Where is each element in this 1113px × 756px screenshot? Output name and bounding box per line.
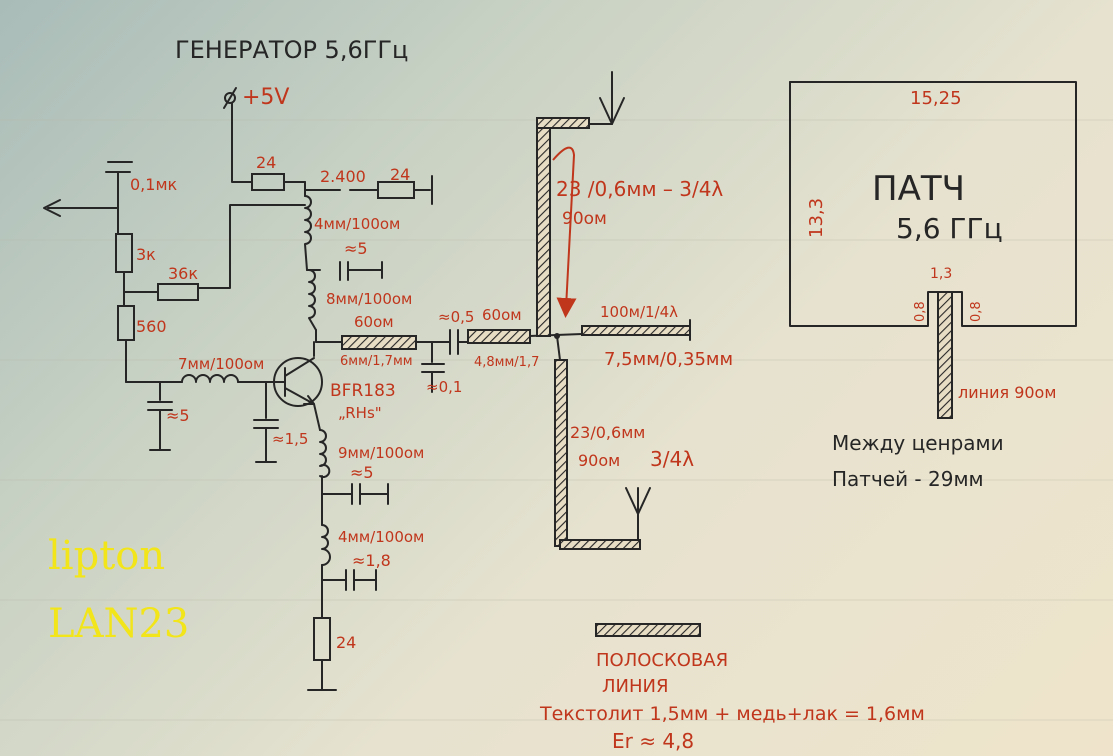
l-base-inductor [181,374,239,383]
antenna-line-lower-bottom [559,539,641,550]
note-line-2: Патчей - 29мм [832,467,984,491]
patch-height-label: 13,3 [806,198,827,238]
line60-a-dim-label: 6мм/1,7мм [340,354,413,369]
transistor-label: BFR183 [330,381,396,401]
r-bias-bot-label: 560 [136,317,167,336]
antenna-line-upper [536,123,551,337]
c-base-label: ≈5 [166,406,190,425]
passive-components [115,173,415,661]
patch-freq: 5,6 ГГц [896,212,1003,245]
line60-a [341,335,417,350]
diagram-title: ГЕНЕРАТОР 5,6ГГц [175,36,408,64]
strip-lines [341,117,701,637]
supply-label: +5V [242,85,289,110]
l1-label: 4мм/100ом [314,215,400,233]
c-coupling-label: ≈0,5 [438,308,474,326]
upper-imp-label: 90ом [562,209,607,229]
legend-line-1: ПОЛОСКОВАЯ [596,650,728,671]
c-in-label: 0,1мк [130,175,178,194]
l2-label: 8мм/100ом [326,290,412,308]
antenna-line-upper-top [536,117,590,129]
note-line-1: Между ценрами [832,431,1004,455]
l-base-label: 7мм/100ом [178,355,264,373]
c-l1-label: ≈5 [344,239,368,258]
l-emitter1-inductor [319,429,331,478]
stub-line [581,325,691,336]
r-emitter-label: 24 [336,633,356,652]
legend-line-2: ЛИНИЯ [602,676,669,697]
legend-strip-sample [595,623,701,637]
r-bias-top [115,233,133,273]
watermark-line-1: lipton [48,533,166,579]
r-feedback-label: 36к [168,264,198,283]
line60-b-label: 60ом [482,306,522,324]
transistor-mark-label: „RHs" [338,404,382,422]
r-supply-label: 24 [256,153,276,172]
line60-b-dim-label: 4,8мм/1,7 [474,355,539,370]
c-e2-label: ≈1,8 [352,551,391,570]
patch-title: ПАТЧ [872,169,965,209]
circuit-wires [43,71,691,691]
l-emitter2-label: 4мм/100ом [338,528,424,546]
patch-gap-left-label: 0,8 [913,301,928,322]
lower-spec-label: 23/0,6мм [570,423,645,442]
line60-b [467,329,531,344]
legend-line-4: Er ≈ 4,8 [612,729,694,753]
r-bias-top-label: 3к [136,245,156,264]
l2-inductor [308,269,317,331]
r-feedback [157,283,199,301]
r-supply-load-label: 24 [390,165,410,184]
watermark-line-2: LAN23 [48,601,190,647]
l-emitter2-inductor [321,524,331,566]
l-emitter1-label: 9мм/100ом [338,444,424,462]
lower-imp-label: 90ом [578,451,620,470]
c-supply-label: 2.400 [320,167,366,186]
patch-feed-line [937,291,953,419]
c-be-label: ≈1,5 [272,430,308,448]
legend-line-3: Текстолит 1,5мм + медь+лак = 1,6мм [539,703,925,725]
antenna-line-lower [554,359,568,547]
patch-antenna: 15,25 13,3 ПАТЧ 5,6 ГГц 1,3 0,8 0,8 лини… [789,81,1077,419]
r-supply-load [377,181,415,199]
c-e1-label: ≈5 [350,463,374,482]
patch-gap-right-label: 0,8 [969,301,984,322]
r-supply [251,173,285,191]
line60-a-label: 60ом [354,313,394,331]
patch-width-label: 15,25 [910,88,962,109]
component-labels: 0,1мк 3к 560 36к 24 2.400 24 4мм/100ом ≈… [130,153,733,652]
stub-dim-label: 7,5мм/0,35мм [604,349,733,370]
antenna-labels: 23 /0,6мм – 3/4λ 90ом 23/0,6мм 90ом 3/4λ [556,177,723,471]
patch-line-label: линия 90ом [958,383,1056,402]
length-arrow [552,146,577,318]
patch-feed-width-label: 1,3 [930,266,952,282]
stub-top-label: 100м/1/4λ [600,303,678,321]
upper-spec-label: 23 /0,6мм – 3/4λ [556,177,723,201]
c-shunt-label: ≈0,1 [426,378,462,396]
r-bias-bot [117,305,135,341]
l1-inductor [304,195,312,271]
strip-line-legend: ПОЛОСКОВАЯ ЛИНИЯ Текстолит 1,5мм + медь+… [539,650,925,753]
r-emitter [313,617,331,661]
lower-len-label: 3/4λ [650,447,694,471]
